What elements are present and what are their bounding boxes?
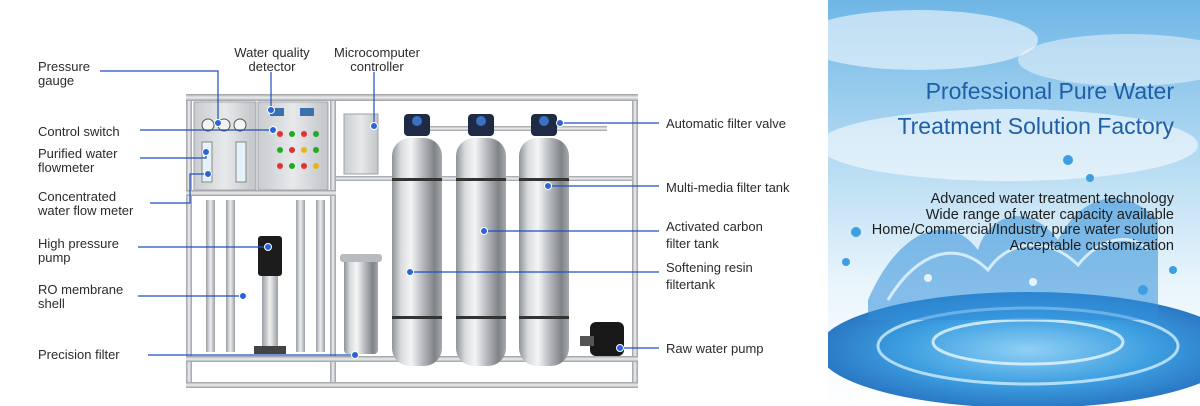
promo-panel: Professional Pure Water Treatment Soluti… xyxy=(828,0,1200,406)
label-control-switch: Control switch xyxy=(38,124,120,139)
label-multi-media-filter-tank: Multi-media filter tank xyxy=(666,180,790,195)
label-purified-water-flowmeter: Purified water flowmeter xyxy=(38,146,118,175)
label-softening-resin-filtertank: Softening resin filtertank xyxy=(666,260,753,292)
label-automatic-filter-valve: Automatic filter valve xyxy=(666,116,786,131)
control-panel-box xyxy=(193,101,329,191)
label-raw-water-pump: Raw water pump xyxy=(666,341,764,356)
precision-filter-unit xyxy=(340,254,382,354)
label-water-quality-detector: Water quality detector xyxy=(234,45,310,74)
sky-water-background xyxy=(828,0,1200,406)
label-ro-membrane-shell: RO membrane shell xyxy=(38,282,124,311)
leader-dots xyxy=(202,106,624,359)
label-precision-filter: Precision filter xyxy=(38,347,120,362)
label-pressure-gauge: Pressure gauge xyxy=(38,59,91,88)
filter-tanks xyxy=(392,114,607,366)
ro-system-illustration xyxy=(100,70,659,388)
promo-features: Advanced water treatment technology Wide… xyxy=(871,191,1174,254)
label-activated-carbon-filter-tank: Activated carbon filter tank xyxy=(666,219,763,251)
label-concentrated-water-flow-meter: Concentrated water flow meter xyxy=(38,189,134,218)
ro-membranes xyxy=(206,200,325,352)
label-high-pressure-pump: High pressure pump xyxy=(38,236,119,265)
promo-title: Professional Pure Water Treatment Soluti… xyxy=(897,78,1174,139)
leader-lines xyxy=(100,70,659,356)
raw-water-pump-unit xyxy=(580,322,624,356)
high-pressure-pump-unit xyxy=(254,236,286,354)
label-microcomputer-controller: Microcomputer controller xyxy=(334,45,420,74)
